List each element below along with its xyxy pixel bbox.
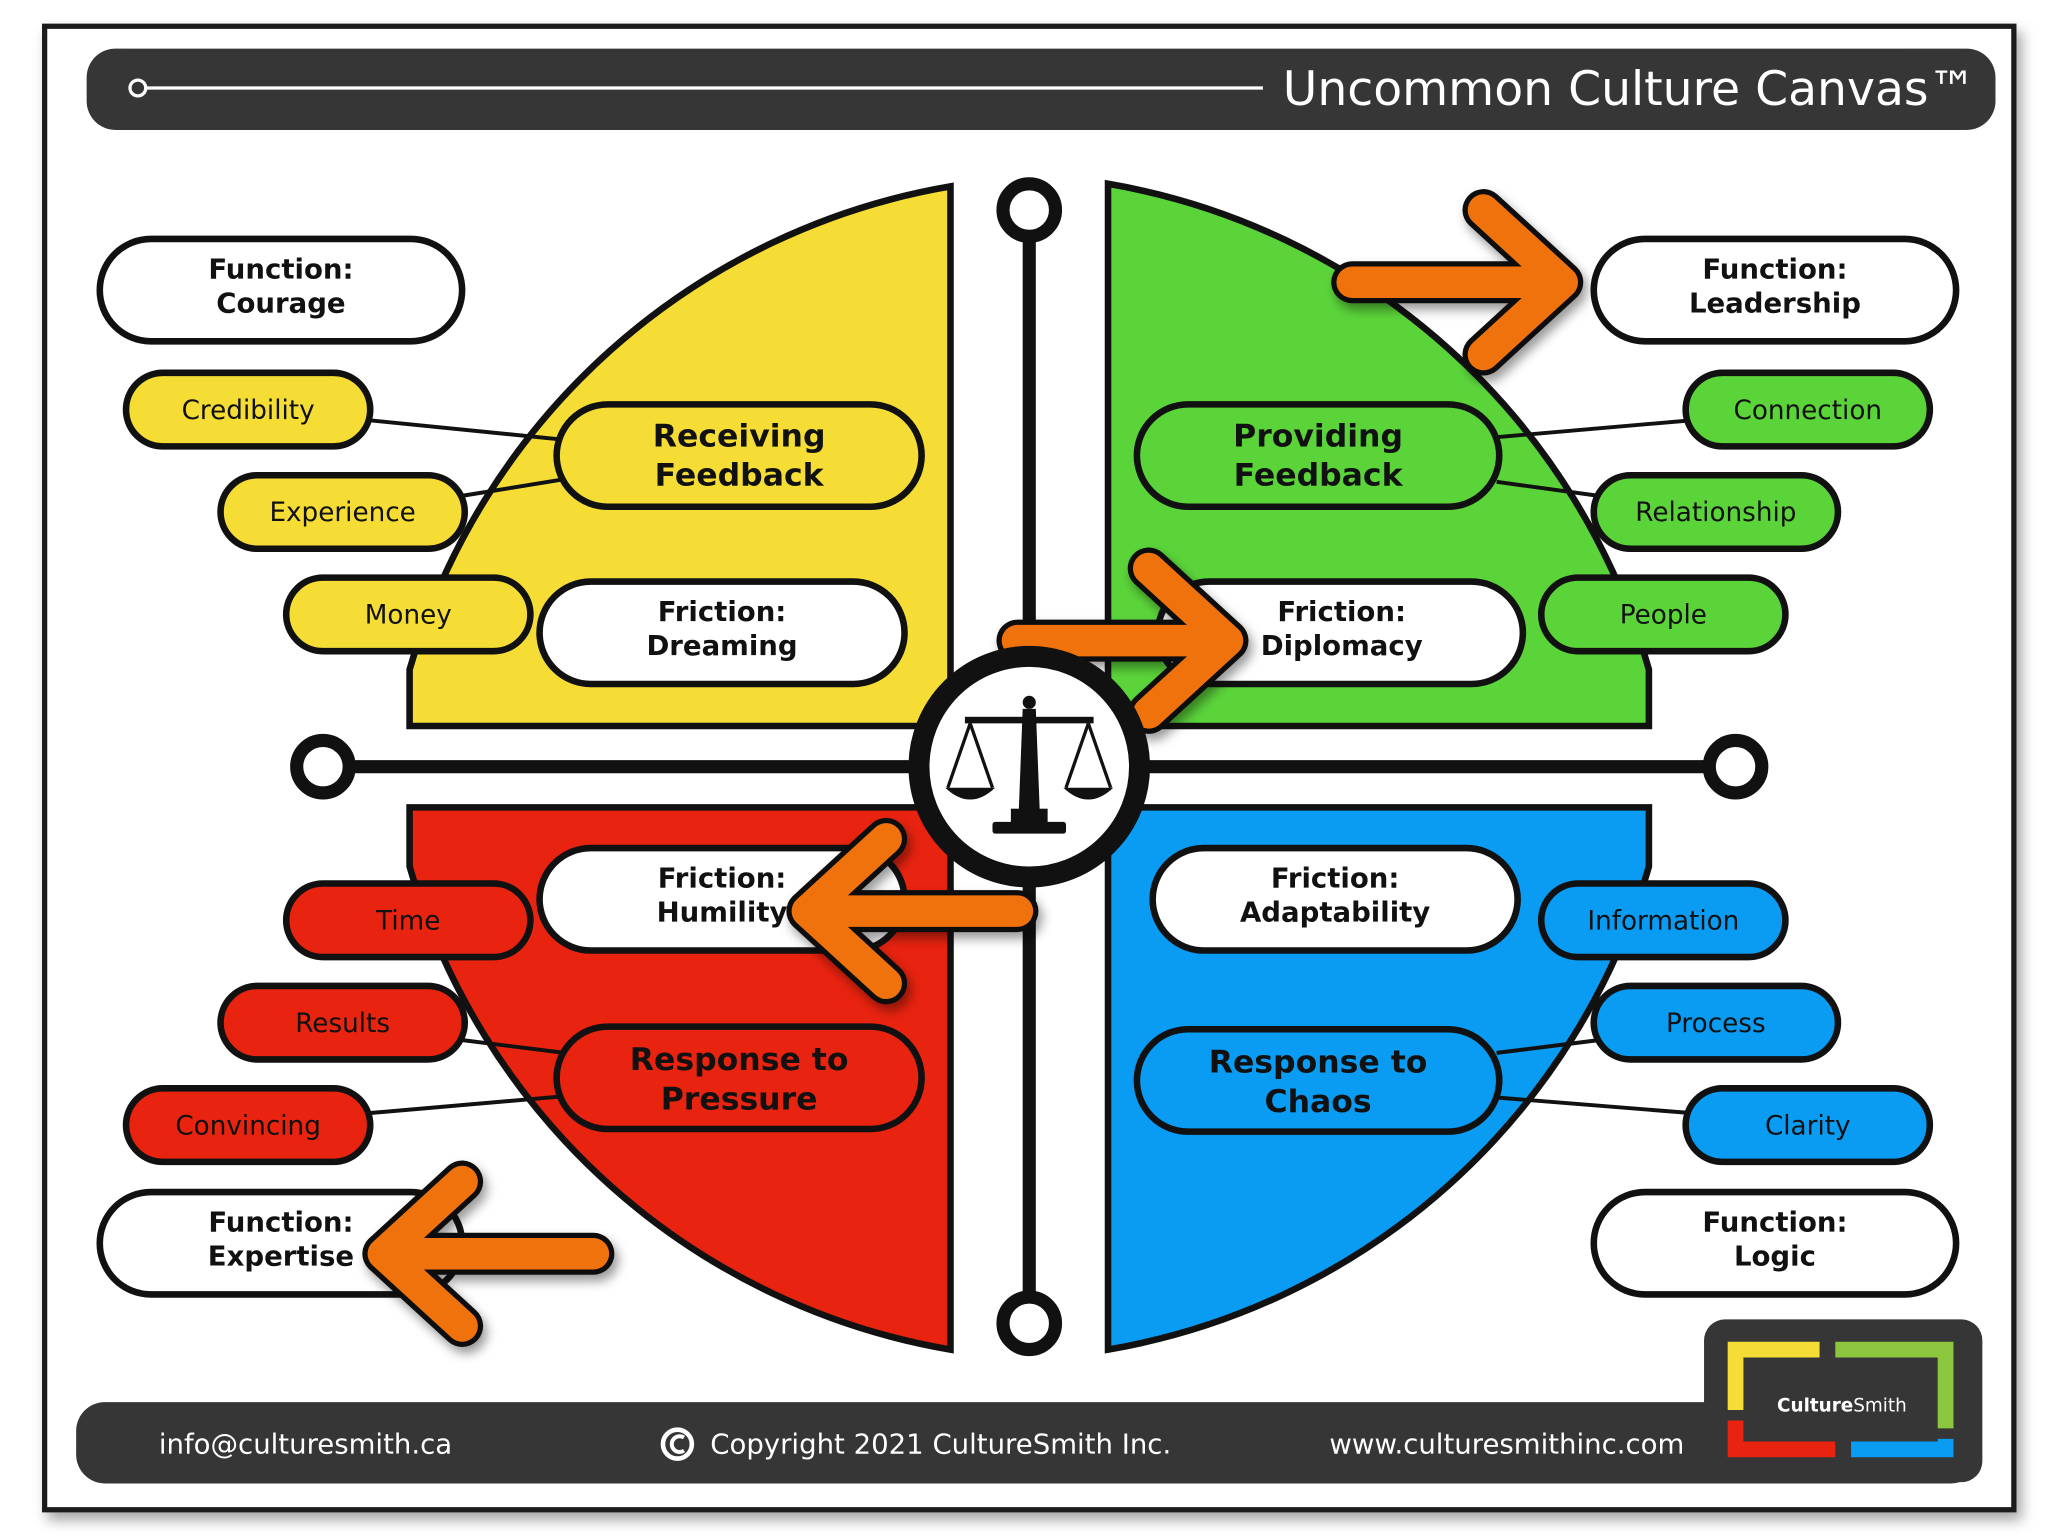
scales-of-justice-icon — [945, 695, 1114, 834]
blue-main-line1: Response to — [1209, 1045, 1428, 1081]
footer-email[interactable]: info@culturesmith.ca — [159, 1428, 452, 1460]
green-function-pill: Function: Leadership — [1590, 235, 1960, 345]
blue-function-label: Function: — [1702, 1206, 1847, 1238]
yellow-function-label: Function: — [208, 253, 353, 285]
tag-money-label: Money — [365, 601, 452, 631]
red-function-value: Expertise — [208, 1241, 354, 1273]
axis-endpoint-left — [290, 733, 356, 800]
red-friction-label: Friction: — [658, 862, 787, 894]
blue-friction-value: Adaptability — [1240, 897, 1430, 929]
tag-experience-label: Experience — [269, 498, 415, 528]
tag-time-label: Time — [375, 906, 440, 936]
red-main-pill: Response to Pressure — [553, 1023, 925, 1133]
tag-money: Money — [282, 574, 534, 655]
axis-endpoint-right — [1702, 733, 1769, 800]
tag-relationship-label: Relationship — [1635, 498, 1796, 528]
tag-relationship: Relationship — [1590, 471, 1842, 553]
green-friction-label: Friction: — [1277, 596, 1406, 628]
blue-main-pill: Response to Chaos — [1133, 1025, 1503, 1135]
red-function-label: Function: — [208, 1206, 353, 1238]
footer-bar: info@culturesmith.ca Copyright 2021 Cult… — [76, 1402, 1980, 1484]
green-function-label: Function: — [1702, 253, 1847, 285]
copyright-icon — [660, 1427, 695, 1461]
yellow-friction-value: Dreaming — [646, 630, 797, 662]
tag-information: Information — [1537, 880, 1789, 961]
axis-endpoint-top — [996, 177, 1063, 243]
arrow-left-expertise — [362, 1160, 615, 1347]
yellow-function-pill: Function: Courage — [96, 235, 466, 345]
tag-process: Process — [1590, 982, 1842, 1063]
logo-wordmark: CultureSmith — [1777, 1395, 1907, 1416]
yellow-function-value: Courage — [216, 287, 345, 319]
center-badge — [908, 645, 1151, 888]
tag-information-label: Information — [1587, 906, 1739, 936]
tag-connection: Connection — [1682, 369, 1934, 450]
yellow-main-line2: Feedback — [655, 458, 825, 494]
yellow-main-line1: Receiving — [653, 418, 826, 454]
red-main-line2: Pressure — [661, 1081, 818, 1117]
footer-website[interactable]: www.culturesmithinc.com — [1329, 1428, 1684, 1460]
blue-friction-pill: Friction: Adaptability — [1149, 844, 1521, 954]
connector-lines — [367, 418, 1694, 1116]
arrow-left-humility — [786, 817, 1039, 1005]
blue-function-value: Logic — [1734, 1241, 1816, 1273]
tag-clarity: Clarity — [1682, 1085, 1934, 1166]
blue-friction-label: Friction: — [1271, 862, 1400, 894]
tag-people: People — [1537, 574, 1789, 655]
red-friction-value: Humility — [657, 897, 788, 929]
yellow-main-pill: Receiving Feedback — [553, 401, 925, 511]
green-function-value: Leadership — [1689, 287, 1861, 319]
tag-clarity-label: Clarity — [1765, 1111, 1851, 1141]
blue-function-pill: Function: Logic — [1590, 1188, 1960, 1298]
tag-time: Time — [282, 880, 534, 961]
red-main-line1: Response to — [630, 1042, 849, 1078]
axis-endpoint-bottom — [996, 1290, 1063, 1357]
green-main-line1: Providing — [1233, 418, 1403, 454]
green-main-pill: Providing Feedback — [1133, 401, 1503, 511]
green-friction-value: Diplomacy — [1261, 630, 1423, 662]
tag-results: Results — [217, 982, 469, 1063]
yellow-friction-label: Friction: — [658, 596, 787, 628]
orange-arrows — [362, 189, 1584, 1347]
tag-connection-label: Connection — [1733, 396, 1882, 426]
tag-results-label: Results — [295, 1009, 390, 1039]
tag-experience: Experience — [217, 471, 469, 553]
header-bar: Uncommon Culture Canvas™ — [86, 48, 1996, 130]
page-title: Uncommon Culture Canvas™ — [1283, 62, 1976, 117]
arrow-right-diplomacy — [996, 547, 1249, 734]
yellow-friction-pill: Friction: Dreaming — [536, 578, 908, 688]
tag-convincing-label: Convincing — [175, 1111, 321, 1141]
blue-main-line2: Chaos — [1264, 1084, 1371, 1120]
tag-convincing: Convincing — [122, 1085, 374, 1166]
tag-process-label: Process — [1666, 1009, 1766, 1039]
green-main-line2: Feedback — [1234, 458, 1404, 494]
culturesmith-logo: CultureSmith — [1704, 1319, 1983, 1483]
tag-people-label: People — [1620, 601, 1707, 631]
arrow-right-leadership — [1331, 189, 1584, 376]
tag-credibility: Credibility — [122, 369, 374, 450]
footer-copyright: Copyright 2021 CultureSmith Inc. — [710, 1428, 1171, 1460]
tag-credibility-label: Credibility — [182, 396, 315, 426]
